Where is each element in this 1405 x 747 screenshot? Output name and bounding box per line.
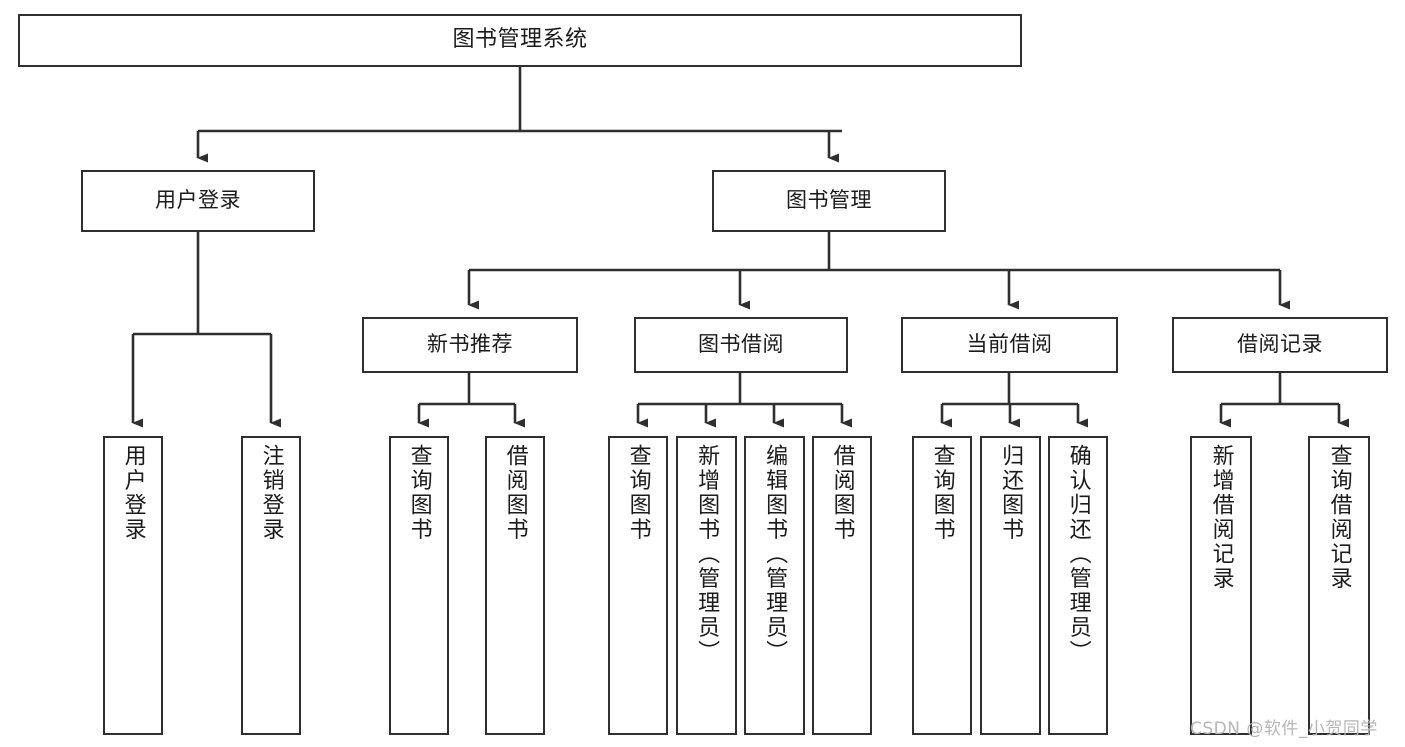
leaf-confirm-return-admin-label: 确认归还（管理员） <box>1065 444 1091 665</box>
leaf-borrow-book-recommend-label: 借阅图书 <box>502 444 528 542</box>
leaf-user-login-label: 用户登录 <box>120 444 146 542</box>
leaf-user-login[interactable]: 用户登录 <box>103 436 163 735</box>
leaf-query-book-borrow-label: 查询图书 <box>625 444 651 542</box>
node-user-login-label: 用户登录 <box>155 188 241 213</box>
leaf-borrow-book-label: 借阅图书 <box>829 444 855 542</box>
leaf-return-book-label: 归还图书 <box>998 444 1024 542</box>
leaf-edit-book-admin-label: 编辑图书（管理员） <box>762 444 788 665</box>
node-book-borrow[interactable]: 图书借阅 <box>634 317 848 373</box>
node-root-label: 图书管理系统 <box>452 27 588 53</box>
leaf-query-book-borrow[interactable]: 查询图书 <box>608 436 668 735</box>
leaf-add-book-admin[interactable]: 新增图书（管理员） <box>676 436 737 735</box>
node-root[interactable]: 图书管理系统 <box>18 14 1022 67</box>
leaf-borrow-book-recommend[interactable]: 借阅图书 <box>485 436 545 735</box>
node-new-book-recommend[interactable]: 新书推荐 <box>362 317 578 373</box>
node-borrow-record-label: 借阅记录 <box>1237 332 1323 357</box>
leaf-confirm-return-admin[interactable]: 确认归还（管理员） <box>1048 436 1108 735</box>
leaf-add-borrow-record[interactable]: 新增借阅记录 <box>1190 436 1252 735</box>
leaf-query-book-current[interactable]: 查询图书 <box>912 436 972 735</box>
node-book-management-label: 图书管理 <box>786 188 872 213</box>
leaf-logout-login-label: 注销登录 <box>258 444 284 542</box>
leaf-query-borrow-record[interactable]: 查询借阅记录 <box>1308 436 1370 735</box>
leaf-borrow-book[interactable]: 借阅图书 <box>812 436 872 735</box>
leaf-query-borrow-record-label: 查询借阅记录 <box>1326 444 1352 591</box>
leaf-edit-book-admin[interactable]: 编辑图书（管理员） <box>744 436 805 735</box>
node-book-management[interactable]: 图书管理 <box>712 170 946 232</box>
leaf-query-book-current-label: 查询图书 <box>929 444 955 542</box>
node-borrow-record[interactable]: 借阅记录 <box>1172 317 1388 373</box>
node-current-borrow-label: 当前借阅 <box>966 332 1053 357</box>
leaf-query-book-recommend-label: 查询图书 <box>406 444 432 542</box>
node-new-book-recommend-label: 新书推荐 <box>427 332 513 357</box>
node-current-borrow[interactable]: 当前借阅 <box>901 317 1118 373</box>
leaf-return-book[interactable]: 归还图书 <box>980 436 1041 735</box>
csdn-watermark: CSDN @软件_小贺同学 <box>1190 719 1378 739</box>
leaf-query-book-recommend[interactable]: 查询图书 <box>389 436 449 735</box>
leaf-add-book-admin-label: 新增图书（管理员） <box>694 444 720 665</box>
leaf-logout-login[interactable]: 注销登录 <box>241 436 301 735</box>
leaf-add-borrow-record-label: 新增借阅记录 <box>1208 444 1234 591</box>
node-book-borrow-label: 图书借阅 <box>698 332 784 357</box>
node-user-login[interactable]: 用户登录 <box>81 170 315 232</box>
